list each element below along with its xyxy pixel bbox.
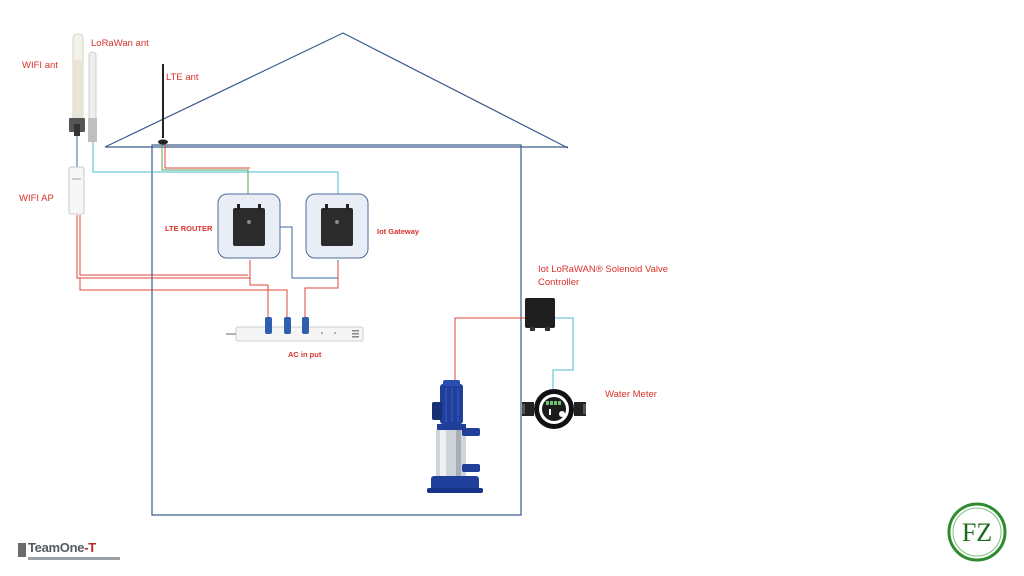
solenoid-valve-controller-icon bbox=[525, 298, 555, 331]
house-roof bbox=[104, 32, 569, 149]
wifi-ap-label: WIFI AP bbox=[19, 193, 54, 204]
lte-router-label: LTE ROUTER bbox=[165, 224, 213, 233]
fz-logo: FZ bbox=[947, 502, 1007, 562]
teamone-logo-text: TeamOne-T bbox=[28, 540, 96, 555]
power-strip-icon bbox=[226, 326, 364, 342]
water-meter-icon bbox=[522, 389, 586, 429]
lte-antenna-label: LTE ant bbox=[166, 72, 199, 83]
lorawan-antenna-label: LoRaWan ant bbox=[91, 38, 149, 49]
fz-logo-text: FZ bbox=[962, 518, 992, 547]
wires bbox=[76, 135, 574, 392]
wifi-antenna-icon bbox=[69, 33, 85, 136]
water-pump-icon bbox=[427, 380, 483, 493]
ac-input-label: AC in put bbox=[288, 350, 322, 359]
lte-antenna-icon bbox=[158, 64, 168, 145]
teamone-logo-mark bbox=[18, 543, 26, 557]
lorawan-antenna-icon bbox=[88, 51, 97, 143]
wifi-ap-icon bbox=[68, 166, 85, 215]
water-meter-label: Water Meter bbox=[605, 389, 657, 400]
iot-gateway-icon bbox=[305, 193, 369, 259]
iot-gateway-label: Iot Gateway bbox=[377, 227, 420, 236]
house-body bbox=[151, 144, 522, 516]
wifi-antenna-label: WIFI ant bbox=[22, 60, 58, 71]
teamone-logo-underline bbox=[28, 557, 120, 560]
power-plug-icon bbox=[265, 317, 309, 334]
valve-controller-label: Iot LoRaWAN® Solenoid Valve Controller bbox=[538, 264, 669, 288]
teamone-logo: TeamOne-T bbox=[18, 540, 120, 562]
lte-router-icon bbox=[217, 193, 281, 259]
